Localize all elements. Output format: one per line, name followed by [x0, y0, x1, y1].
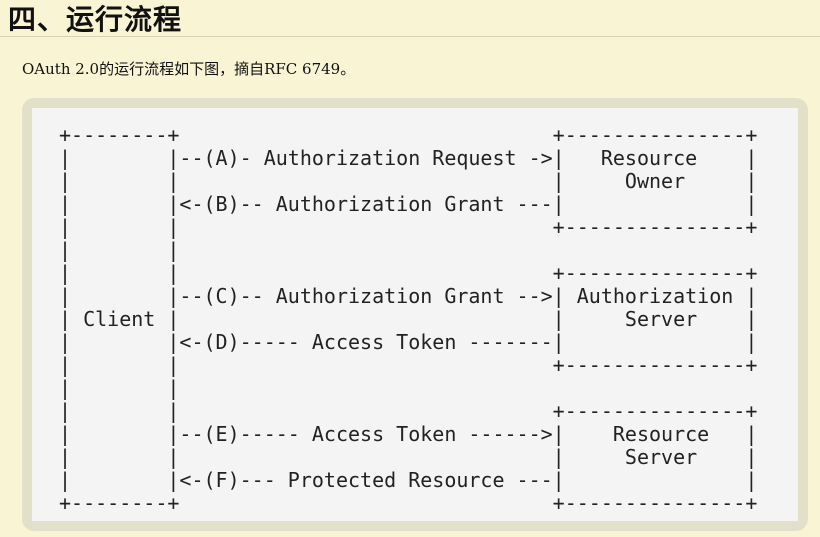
section-heading: 四、运行流程	[8, 3, 183, 36]
diagram-line: | | | Server |	[59, 445, 758, 469]
diagram-line: +--------+ +---------------+	[59, 491, 758, 515]
diagram-line: | |<-(D)----- Access Token -------| |	[59, 330, 758, 354]
code-block-frame: +--------+ +---------------+ | |--(A)- A…	[22, 98, 808, 531]
diagram-line: | |<-(F)--- Protected Resource ---| |	[59, 468, 758, 492]
diagram-line: | Client | | Server |	[59, 307, 758, 331]
diagram-line: +--------+ +---------------+	[59, 123, 758, 147]
diagram-line: | | +---------------+	[59, 215, 758, 239]
diagram-line: | |--(E)----- Access Token ------>| Reso…	[59, 422, 758, 446]
code-block-background: +--------+ +---------------+ | |--(A)- A…	[32, 108, 798, 521]
diagram-line: | |	[59, 238, 180, 262]
diagram-line: | | | Owner |	[59, 169, 758, 193]
diagram-line: | |	[59, 376, 180, 400]
oauth-flow-diagram: +--------+ +---------------+ | |--(A)- A…	[59, 124, 757, 515]
diagram-line: | | +---------------+	[59, 399, 758, 423]
diagram-line: | |<-(B)-- Authorization Grant ---| |	[59, 192, 758, 216]
heading-divider	[0, 36, 820, 37]
intro-paragraph: OAuth 2.0的运行流程如下图，摘自RFC 6749。	[22, 60, 356, 78]
diagram-line: | |--(C)-- Authorization Grant -->| Auth…	[59, 284, 758, 308]
diagram-line: | |--(A)- Authorization Request ->| Reso…	[59, 146, 758, 170]
diagram-line: | | +---------------+	[59, 261, 758, 285]
diagram-line: | | +---------------+	[59, 353, 758, 377]
